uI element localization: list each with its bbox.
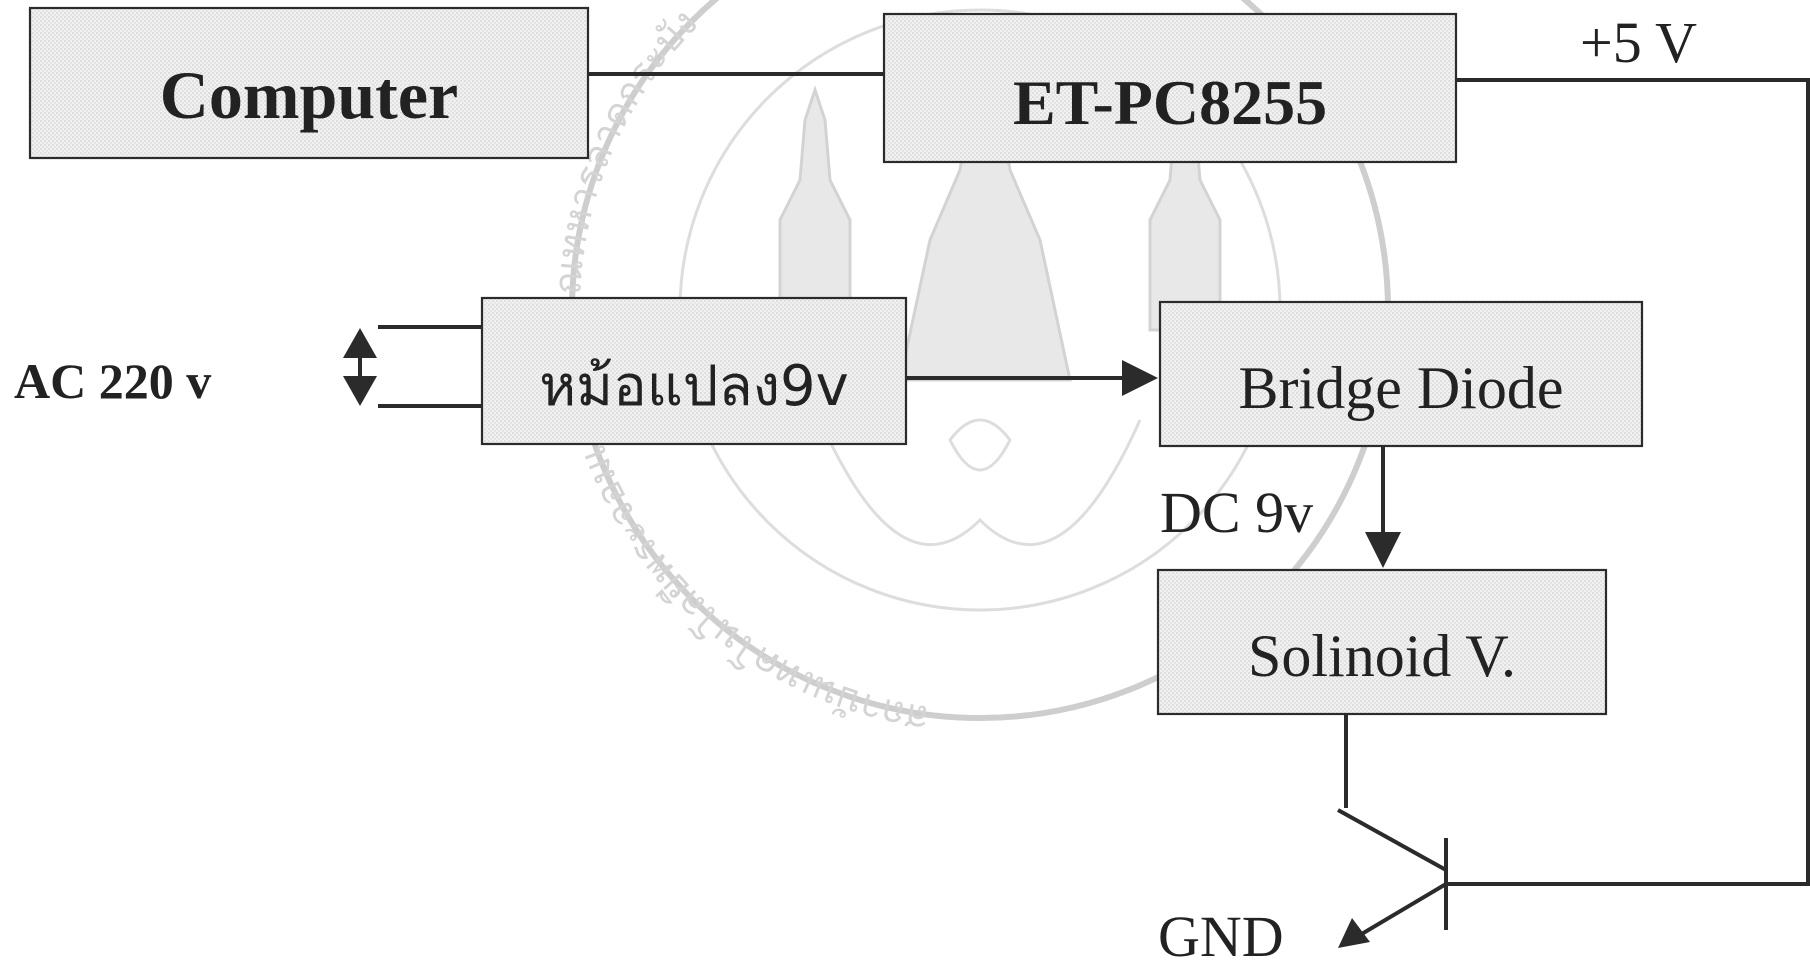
transistor-emitter xyxy=(1358,882,1448,937)
transistor-collector xyxy=(1337,808,1447,872)
transformer-block: หม้อแปลง9v xyxy=(480,296,908,446)
arrow-to-bridge-icon xyxy=(1122,360,1158,396)
et-pc8255-block: ET-PC8255 xyxy=(882,12,1458,164)
bridge-diode-label: Bridge Diode xyxy=(1239,355,1564,421)
solenoid-label: Solinoid V. xyxy=(1248,623,1516,689)
emitter-arrow-icon xyxy=(1338,918,1370,948)
plus5v-label: +5 V xyxy=(1580,10,1697,75)
ac220-label: AC 220 v xyxy=(14,353,211,409)
solenoid-block: Solinoid V. xyxy=(1156,568,1608,716)
computer-block: Computer xyxy=(28,6,590,160)
bridge-diode-block: Bridge Diode xyxy=(1158,300,1644,448)
gnd-label: GND xyxy=(1158,904,1284,962)
dc9v-label: DC 9v xyxy=(1160,480,1313,545)
ac-double-arrow-icon xyxy=(343,328,377,406)
seal-emblem-icon xyxy=(778,42,1222,547)
computer-label: Computer xyxy=(160,57,458,133)
et-pc8255-label: ET-PC8255 xyxy=(1013,67,1327,138)
transformer-label: หม้อแปลง9v xyxy=(539,354,849,419)
transistor-icon xyxy=(1337,808,1448,948)
arrow-to-solenoid-icon xyxy=(1365,532,1401,568)
